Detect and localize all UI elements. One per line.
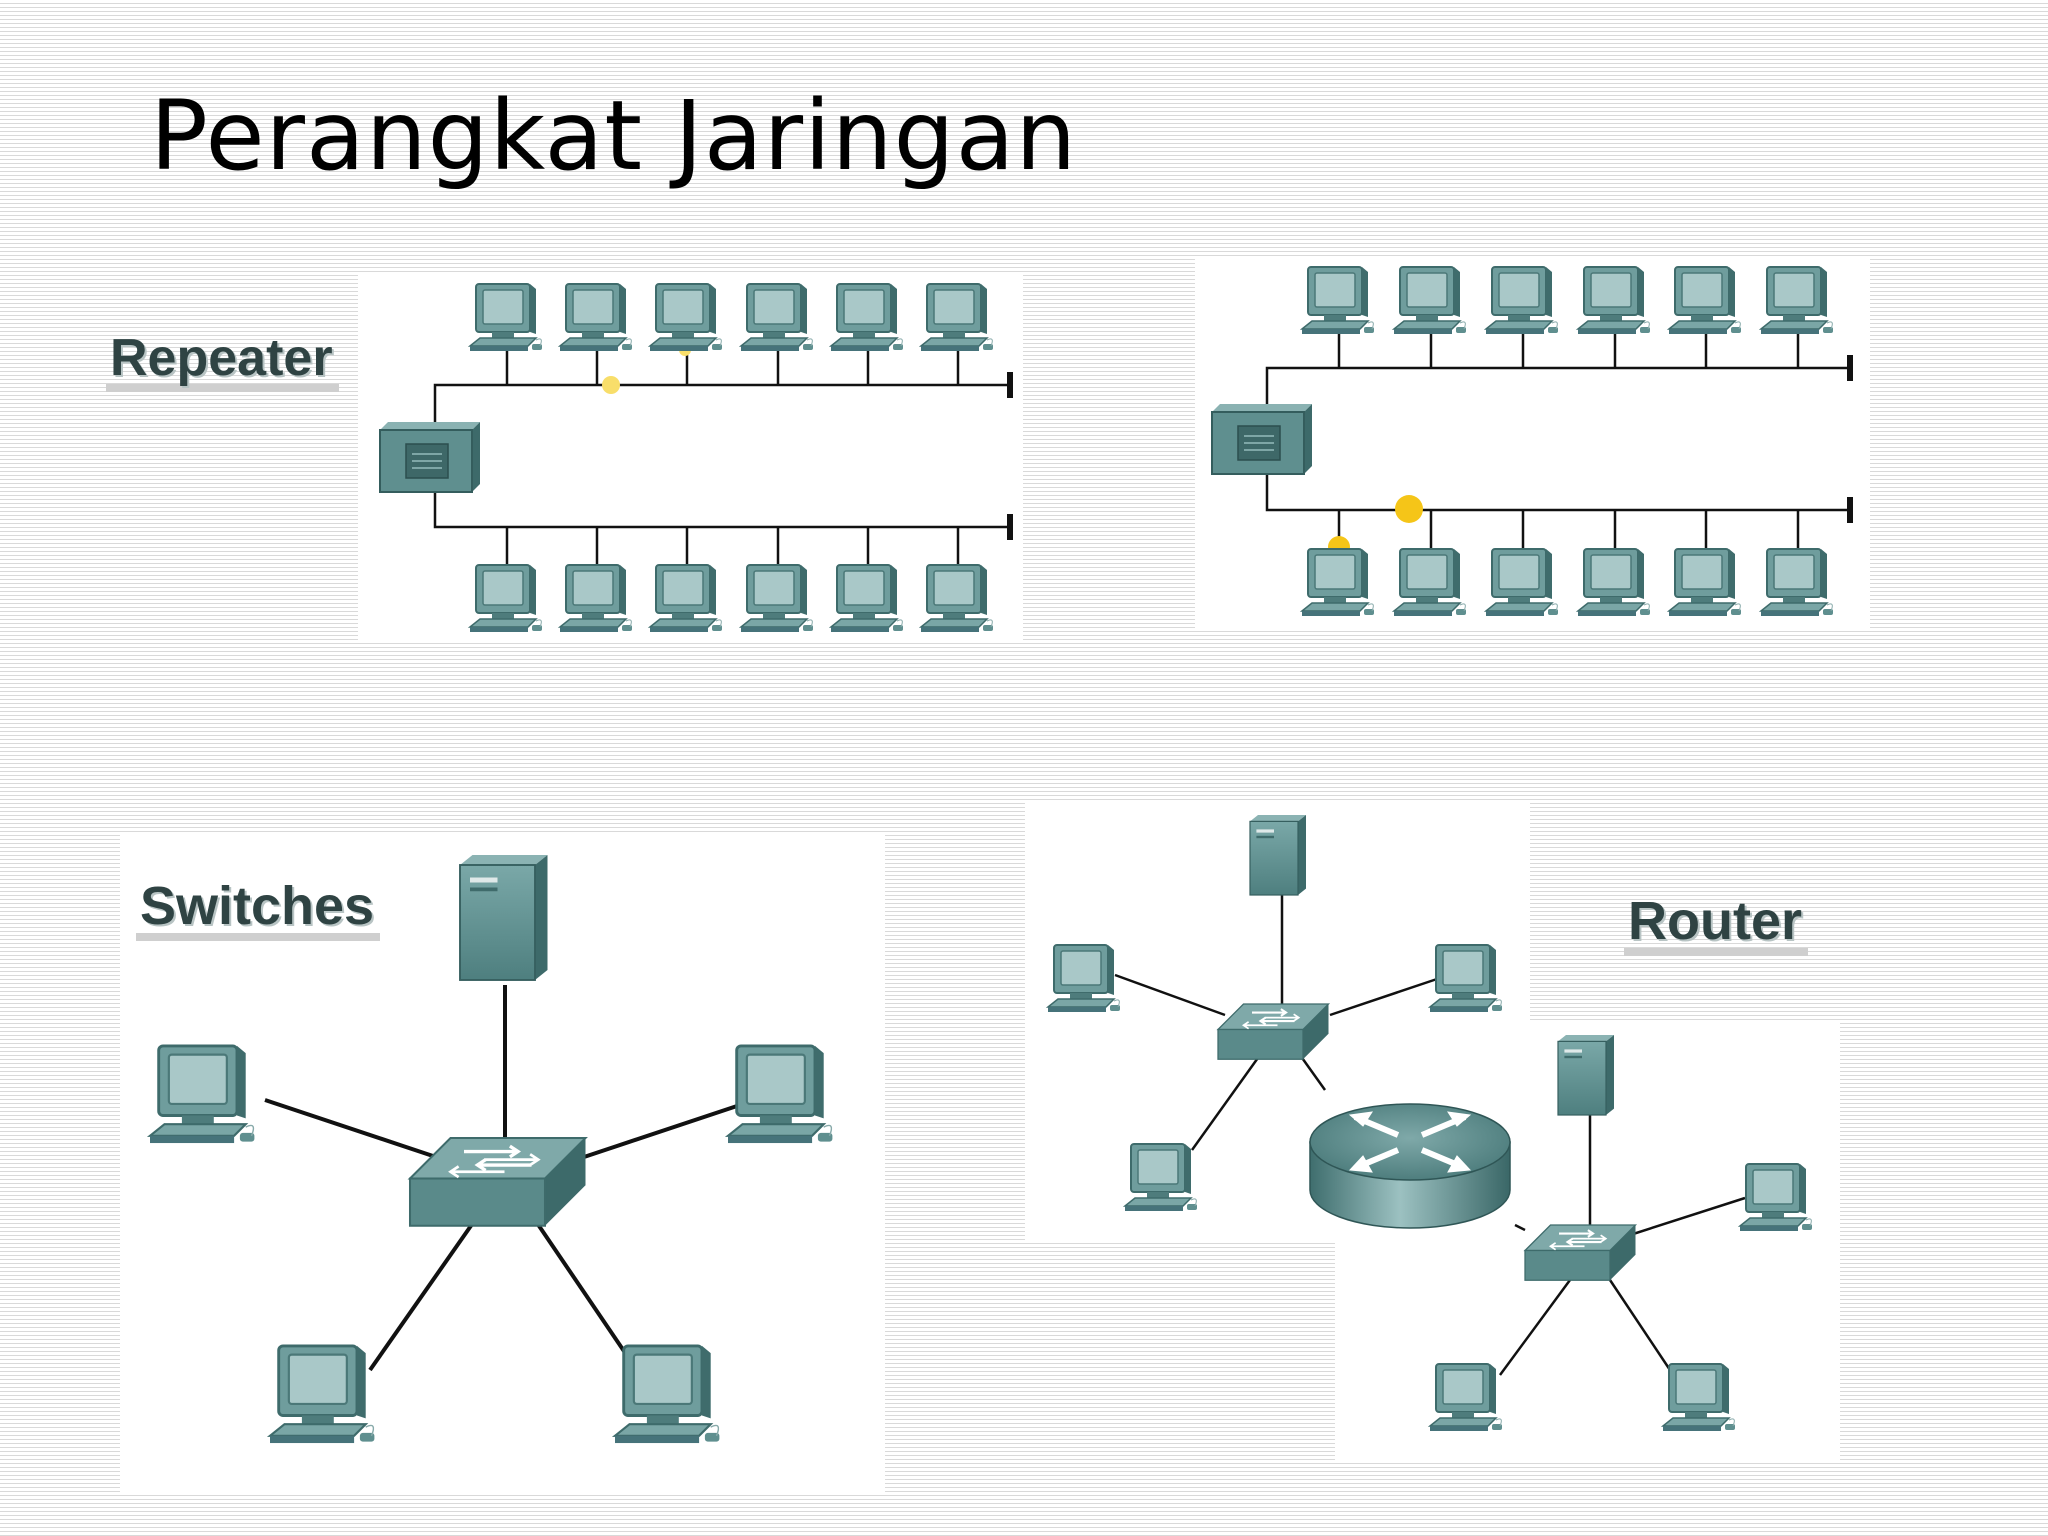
repeater-icon xyxy=(1211,403,1313,475)
switches-label-underline xyxy=(136,933,381,941)
computer-icon xyxy=(1047,944,1121,1013)
computer-icon xyxy=(726,1044,834,1145)
computer-icon xyxy=(740,283,814,352)
router-label-text: Router xyxy=(1628,891,1802,951)
computer-icon xyxy=(1485,266,1559,335)
computer-icon xyxy=(1124,1143,1198,1212)
computer-icon xyxy=(1760,548,1834,617)
server-icon xyxy=(459,854,549,981)
computer-icon xyxy=(1301,266,1375,335)
computer-icon xyxy=(1577,548,1651,617)
computer-icon xyxy=(469,564,543,633)
computer-icon xyxy=(740,564,814,633)
router-label-underline xyxy=(1624,948,1808,956)
computer-icon xyxy=(1393,266,1467,335)
computer-icon xyxy=(1668,266,1742,335)
computer-icon xyxy=(1577,266,1651,335)
computer-icon xyxy=(1739,1163,1813,1232)
computer-icon xyxy=(1760,266,1834,335)
computer-icon xyxy=(830,283,904,352)
switches-label: Switches xyxy=(136,875,381,941)
repeater-label-underline xyxy=(106,384,339,392)
repeater-label-text: Repeater xyxy=(110,329,333,387)
repeater-diagram-left xyxy=(433,345,1013,565)
computer-icon xyxy=(148,1044,256,1145)
repeater-diagram-right xyxy=(1265,330,1853,548)
computer-icon xyxy=(920,564,994,633)
computer-icon xyxy=(1485,548,1559,617)
computer-icon xyxy=(469,283,543,352)
signal-dot xyxy=(602,344,691,394)
computer-icon xyxy=(649,283,723,352)
switches-label-text: Switches xyxy=(140,876,375,936)
computer-icon xyxy=(1429,944,1503,1013)
server-icon xyxy=(1249,814,1307,896)
computer-icon xyxy=(559,564,633,633)
computer-icon xyxy=(649,564,723,633)
switch-icon xyxy=(1523,1223,1637,1282)
slide-title: Perangkat Jaringan xyxy=(150,80,1078,192)
computer-icon xyxy=(830,564,904,633)
server-icon xyxy=(1557,1034,1615,1116)
switch-icon xyxy=(408,1136,588,1228)
switches-links xyxy=(264,985,756,1372)
computer-icon xyxy=(1301,548,1375,617)
router-icon xyxy=(1309,1103,1511,1229)
switch-icon xyxy=(1216,1002,1330,1061)
router-links xyxy=(1114,895,1746,1376)
computer-icon xyxy=(613,1344,721,1445)
computer-icon xyxy=(268,1344,376,1445)
computer-icon xyxy=(1393,548,1467,617)
computer-icon xyxy=(1662,1363,1736,1432)
repeater-icon xyxy=(379,421,481,493)
router-label: Router xyxy=(1624,890,1808,956)
computer-icon xyxy=(559,283,633,352)
computer-icon xyxy=(1429,1363,1503,1432)
computer-icon xyxy=(1668,548,1742,617)
computer-icon xyxy=(920,283,994,352)
repeater-label: Repeater xyxy=(106,328,339,392)
